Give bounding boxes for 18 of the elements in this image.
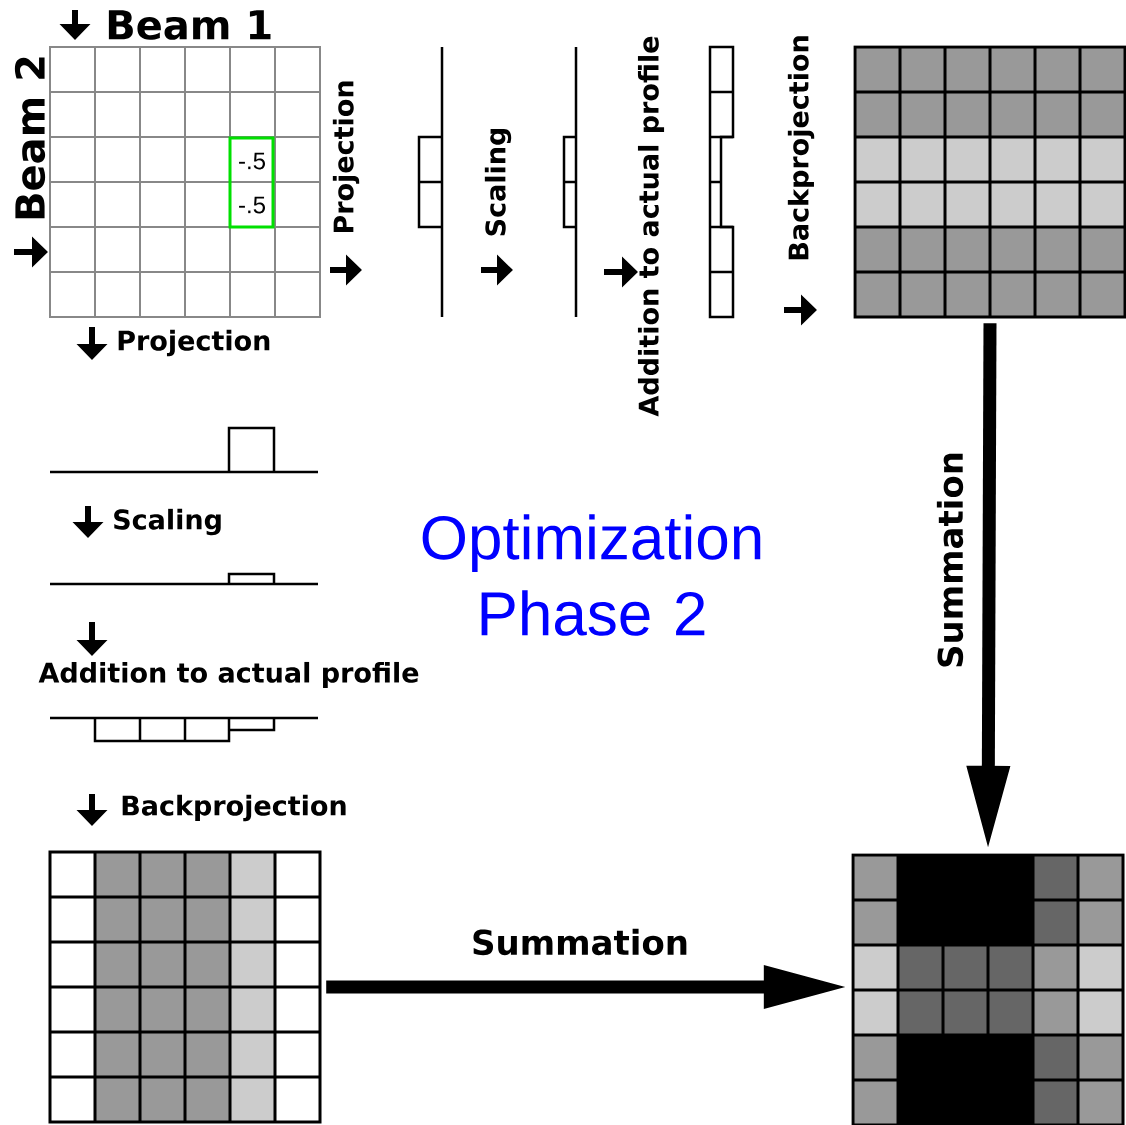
step-label: Scaling — [484, 128, 512, 236]
step-label: Projection — [118, 329, 270, 357]
step-label: Backprojection — [787, 36, 815, 260]
grid-drawing — [49, 46, 321, 318]
edge-label: Summation — [473, 928, 687, 956]
step-label: Addition to actual profile — [38, 661, 419, 689]
step-label: Addition to actual profile — [637, 36, 665, 417]
step-label: Backprojection — [122, 794, 346, 822]
grid-drawing — [48, 850, 322, 1124]
step-label: Beam 1 — [108, 10, 271, 40]
step-label: Beam 2 — [14, 57, 46, 219]
grid-drawing — [851, 853, 1125, 1125]
highlight-box: -.5 -.5 — [228, 136, 275, 229]
step-label: Scaling — [114, 508, 221, 536]
grid-drawing — [853, 45, 1126, 319]
title: Optimization Phase 2 — [422, 514, 761, 636]
edge-label: Summation — [936, 453, 964, 667]
step-label: Projection — [332, 81, 360, 233]
